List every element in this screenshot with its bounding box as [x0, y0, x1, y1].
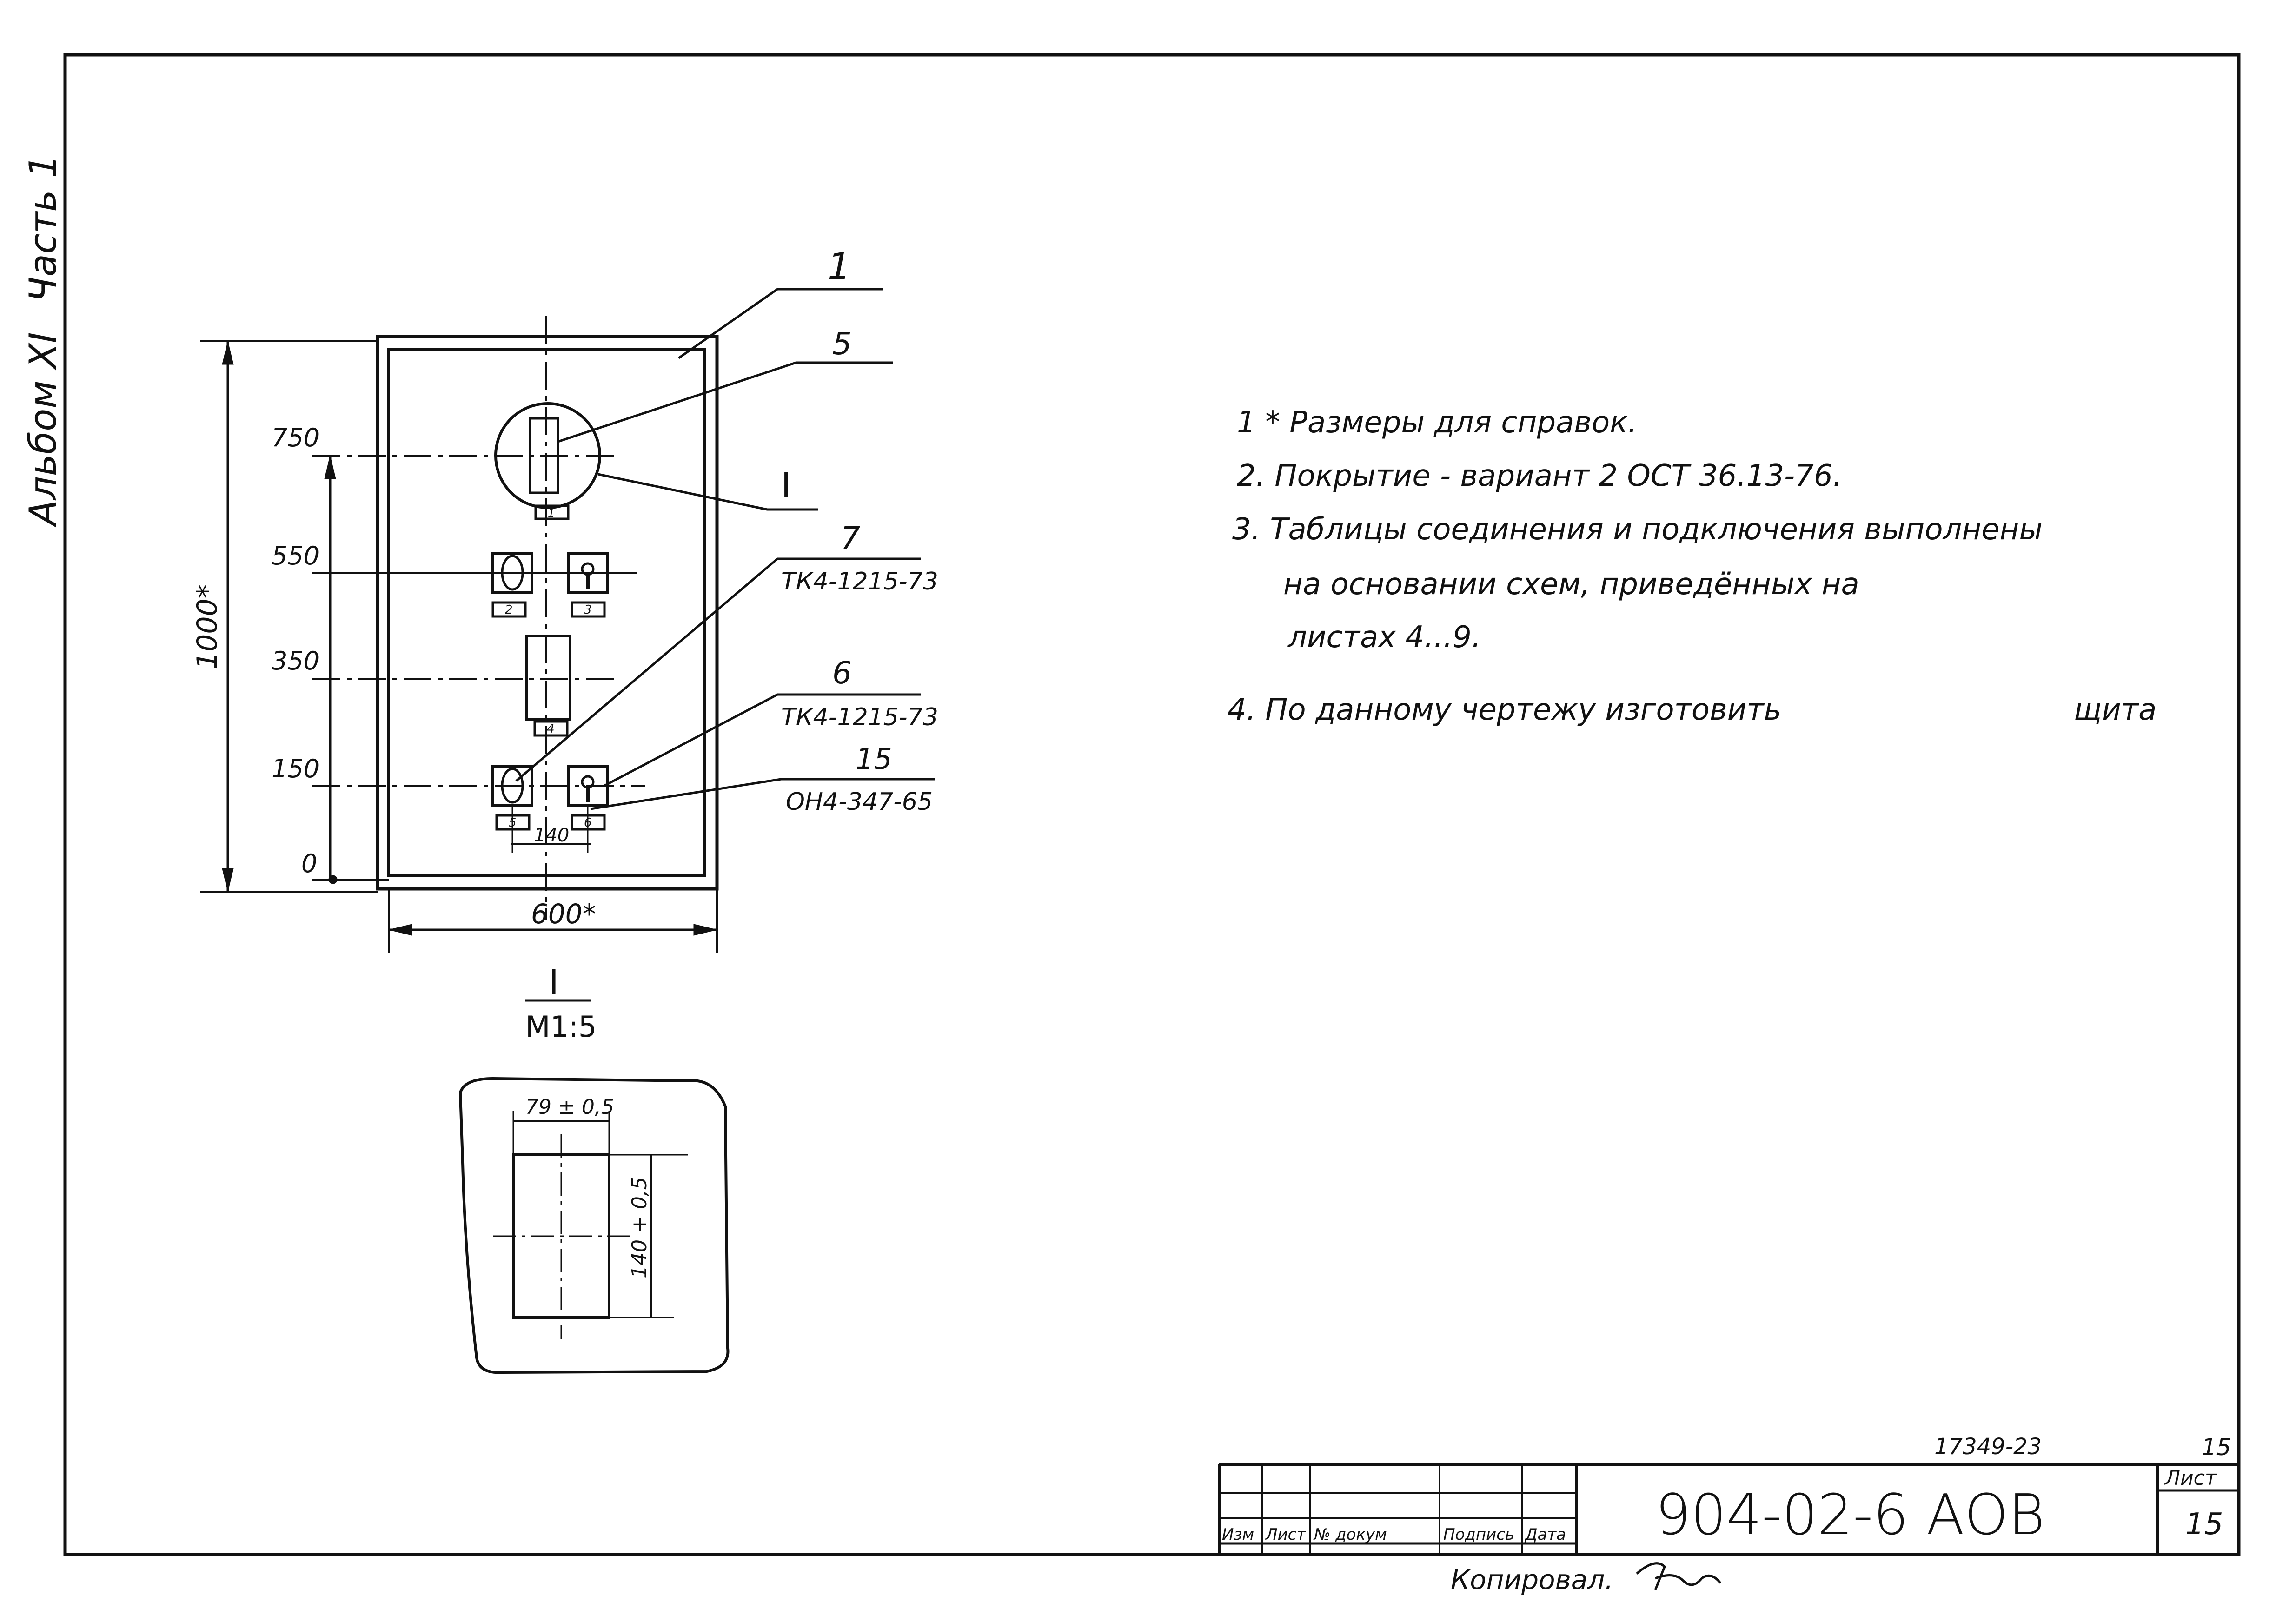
panel-labels: 1 5 I 7 ТК4-1215-73 6 ТК4-1215-73 15 ОН4…	[191, 246, 938, 930]
width-arrow-left	[388, 924, 412, 936]
tag-box-3	[571, 601, 606, 618]
sheet-number: 15	[2185, 1507, 2223, 1542]
note-3-line-3: листах 4...9.	[1287, 620, 1481, 655]
copied-label: Копировал.	[1451, 1564, 1613, 1596]
header-date: Дата	[1524, 1525, 1566, 1544]
note-1: 1 * Размеры для справок.	[1237, 405, 1637, 440]
title-block-text: 17349-23 15 Изм Лист № докум Подпись Дат…	[1222, 1434, 2231, 1596]
section-labels: I М1:5 79 ± 0,5 140 + 0,5	[525, 962, 651, 1278]
leader-I	[597, 473, 768, 511]
leader-7-label: 7	[841, 520, 860, 556]
inv-number: 17349-23	[1934, 1434, 2042, 1460]
level-0-label: 0	[301, 849, 317, 878]
height-dimension-label: 1000*	[191, 584, 224, 669]
height-arrow-bottom	[222, 868, 234, 892]
tag-4-label: 4	[547, 722, 555, 736]
header-doc: № докум	[1313, 1525, 1387, 1544]
note-4: 4. По данному чертежу изготовить	[1228, 693, 1781, 727]
tag-box-2	[491, 601, 527, 618]
leader-6	[604, 693, 778, 787]
leader-15-label: 15	[856, 742, 892, 776]
leader-15	[590, 778, 782, 810]
note-4-tail: щита	[2074, 693, 2157, 727]
leader-5	[557, 361, 796, 443]
tag-box-4	[533, 720, 569, 737]
header-sign: Подпись	[1443, 1525, 1514, 1544]
panel-front-view	[200, 288, 935, 953]
tag-2-label: 2	[505, 603, 513, 617]
section-view	[458, 999, 730, 1374]
levels-arrow-top	[324, 455, 336, 479]
sheet-top: 15	[2202, 1434, 2231, 1461]
leader-1-label: 1	[828, 246, 851, 288]
section-width-label: 79 ± 0,5	[525, 1095, 614, 1119]
header-list: Лист	[1265, 1525, 1306, 1544]
note-2: 2. Покрытие - вариант 2 ОСТ 36.13-76.	[1237, 459, 1842, 493]
part-label: Часть 1	[21, 154, 65, 302]
section-plate-outline	[458, 1077, 730, 1374]
height-arrow-top	[222, 341, 234, 365]
copier-signature	[1636, 1562, 1721, 1590]
title-block	[1218, 1463, 2239, 1555]
leader-15-code: ОН4-347-65	[786, 788, 933, 816]
tag-box-1	[534, 504, 570, 520]
leader-6-label: 6	[832, 655, 852, 691]
width-arrow-right	[693, 924, 717, 936]
tag-3-label: 3	[584, 603, 592, 617]
leader-7	[515, 558, 778, 782]
notes: 1 * Размеры для справок. 2. Покрытие - в…	[1228, 405, 2157, 727]
note-3-line-1: 3. Таблицы соединения и подключения выпо…	[1232, 512, 2043, 547]
side-labels: Альбом XI Часть 1	[21, 154, 65, 528]
tag-1-label: 1	[548, 507, 555, 520]
levels-origin-dot	[328, 875, 338, 884]
leader-7-code: ТК4-1215-73	[781, 568, 938, 596]
note-3-line-2: на основании схем, приведённых на	[1283, 567, 1859, 602]
level-750-label: 750	[272, 423, 319, 452]
level-350-label: 350	[272, 646, 319, 675]
leader-5-label: 5	[832, 326, 852, 362]
tag-6-label: 6	[584, 816, 592, 830]
leader-1	[678, 288, 778, 359]
sheet-label: Лист	[2164, 1466, 2217, 1490]
tag-5-label: 5	[509, 816, 517, 830]
leader-I-label: I	[781, 465, 791, 504]
level-150-label: 150	[272, 754, 319, 783]
leader-6-code: ТК4-1215-73	[781, 703, 938, 731]
middle-device	[525, 635, 571, 721]
sheet-frame	[63, 53, 2241, 1556]
document-code: 904-02-6 АОВ	[1655, 1483, 2045, 1548]
album-label: Альбом XI	[21, 332, 65, 528]
section-scale: М1:5	[525, 1010, 597, 1044]
header-izm: Изм	[1222, 1525, 1254, 1544]
spacing-dimension-label: 140	[534, 825, 569, 846]
section-title: I	[549, 962, 559, 1002]
section-height-label: 140 + 0,5	[628, 1177, 651, 1278]
level-550-label: 550	[272, 541, 319, 570]
width-dimension-label: 600*	[531, 898, 596, 930]
